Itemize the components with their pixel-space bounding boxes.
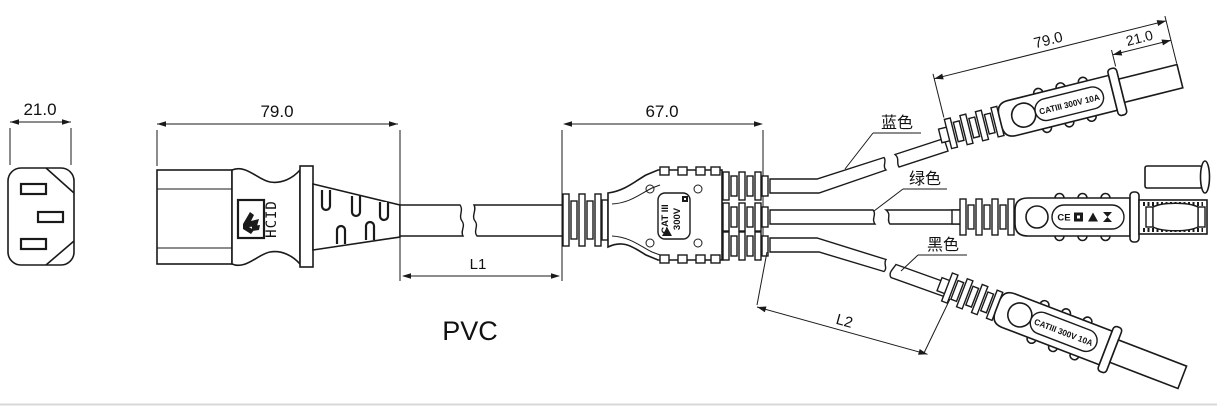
y-splitter: 67.0 CAT III 300V	[562, 102, 769, 264]
branch-cable-green	[769, 209, 877, 225]
lead-bellows	[959, 198, 1015, 236]
iec-inlet-front-view: 21.0	[7, 100, 75, 266]
strain-slot	[364, 220, 376, 240]
splitter-screw-hole	[645, 238, 655, 248]
callout-blue-wire: 蓝色	[844, 114, 921, 170]
dimension-l1: L1	[402, 130, 563, 281]
dim-l2-label: L2	[834, 311, 855, 332]
splitter-exit-bellows-middle	[722, 202, 769, 232]
dim-splitter-length-label: 67.0	[645, 102, 678, 121]
lead-bellows	[940, 272, 1004, 322]
splitter-screw-hole	[693, 184, 703, 194]
callout-green-wire: 绿色	[873, 170, 947, 212]
splitter-rating-line2: 300V	[672, 207, 683, 230]
banana-tip-end	[1197, 206, 1206, 228]
splitter-screw-hole	[693, 238, 703, 248]
hourglass-icon	[1103, 212, 1112, 222]
inlet-pin-slot-bottom	[19, 237, 48, 251]
splitter-screw-hole	[645, 184, 655, 194]
barrel-knurling	[1143, 202, 1203, 232]
plug-body-cap	[299, 165, 314, 268]
blue-wire-label: 蓝色	[881, 114, 913, 132]
insulating-sleeve	[1144, 160, 1211, 194]
test-lead-black: CATIII 300V 10A	[936, 272, 1188, 390]
cable-segment	[399, 204, 465, 237]
lead-bellows	[943, 105, 1005, 150]
dimension-lead-length: 79.0 21.0	[932, 15, 1178, 118]
mains-plug-side-view: 79.0 HCID	[156, 102, 401, 281]
strain-slot	[320, 190, 332, 212]
double-insulation-icon-center	[684, 198, 686, 200]
lead-grip-bumps	[1026, 299, 1093, 361]
main-cable: L1	[399, 130, 564, 281]
lead-barrel	[1117, 63, 1184, 104]
black-wire-label: 黑色	[927, 236, 959, 254]
hcid-logo-icon	[243, 212, 260, 234]
branch-cable-blue	[893, 137, 949, 168]
dim-plug-length-label: 79.0	[260, 102, 293, 121]
inlet-chamfer-lines	[45, 167, 75, 266]
plug-brand-marking: HCID	[264, 200, 280, 238]
lead-barrel	[1108, 338, 1188, 390]
material-label: PVC	[442, 316, 498, 346]
sleeve-body	[1144, 165, 1203, 189]
strain-slot	[335, 224, 347, 244]
plug-face	[156, 169, 233, 265]
dim-tip-length-label: 21.0	[1124, 27, 1155, 49]
banana-tip-base	[1145, 206, 1154, 228]
splitter-exit-bellows-top	[722, 171, 769, 201]
splitter-edge-ribs	[659, 166, 721, 264]
strain-slot	[350, 196, 362, 218]
splitter-rating-label	[657, 192, 691, 240]
green-wire-label: 绿色	[909, 170, 941, 188]
warning-triangle-icon	[1088, 212, 1098, 222]
callout-black-wire: 黑色	[900, 236, 967, 272]
branch-cable-blue	[769, 156, 888, 194]
lead-rating-label	[1029, 311, 1098, 353]
splitter-inlet-bellows	[562, 193, 609, 247]
double-insulation-icon-center	[1077, 215, 1080, 219]
lead-rating-label	[1034, 86, 1105, 122]
lead-body-hole	[1025, 205, 1049, 229]
dim-lead-length-label: 79.0	[1032, 29, 1064, 53]
lead-collar	[1129, 191, 1140, 243]
test-lead-green: CE	[951, 191, 1208, 243]
inlet-pin-slot-middle	[36, 210, 65, 224]
splitter-exit-bellows-bottom	[722, 231, 769, 261]
splitter-y-throat	[611, 184, 661, 256]
warning-triangle-icon	[662, 227, 672, 236]
sleeve-flange	[1199, 160, 1211, 194]
lead-grip-bumps	[1032, 76, 1097, 134]
ce-mark: CE	[1057, 213, 1070, 224]
inlet-pin-slot-top	[19, 182, 48, 196]
test-lead-blue: CATIII 300V 10A 79.0 21.0	[932, 15, 1184, 150]
dim-l1-label: L1	[470, 256, 487, 273]
banana-spring-contact	[1152, 202, 1199, 232]
strain-slot	[378, 202, 390, 222]
dimension-l2: L2	[756, 251, 951, 355]
splitter-rating-line1: CAT III	[660, 204, 671, 233]
lead-marks-label	[1051, 204, 1125, 230]
branch-cable-black	[769, 237, 888, 273]
branch-cable-green	[883, 209, 963, 225]
lead-grip-bumps	[1054, 192, 1111, 242]
cable-segment	[472, 204, 564, 237]
dimension-inlet-width: 21.0	[9, 100, 72, 165]
branch-cable-black	[889, 263, 950, 298]
dim-inlet-width-label: 21.0	[23, 100, 56, 119]
